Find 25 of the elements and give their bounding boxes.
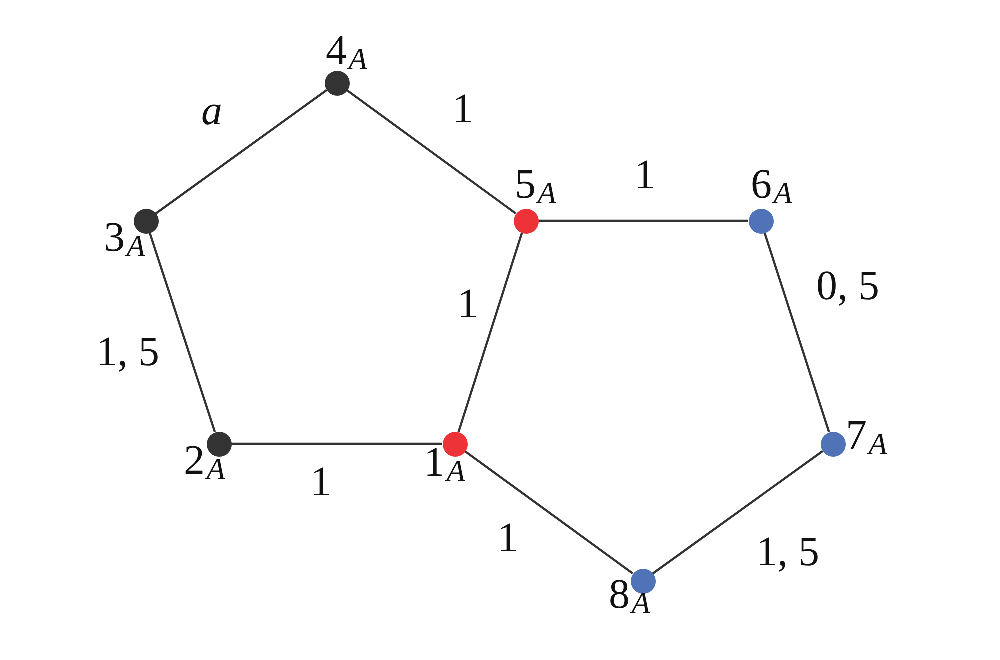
edge-line xyxy=(458,232,524,432)
graph-vertex xyxy=(748,208,774,234)
vertex-label: 8$_{A}$ xyxy=(609,579,650,618)
edge-line xyxy=(346,90,517,214)
edge-line xyxy=(148,232,216,432)
graph-vertex xyxy=(820,432,846,456)
vertex-label: 6$_{A}$ xyxy=(751,169,792,208)
edge-line xyxy=(538,220,748,222)
graph-vertex xyxy=(442,432,468,456)
graph-vertex xyxy=(514,208,538,234)
vertex-label: 2$_{A}$ xyxy=(184,445,226,484)
vertex-label: 7$_{A}$ xyxy=(846,420,888,459)
edge-line xyxy=(764,232,830,432)
graph-vertex xyxy=(630,568,656,594)
vertex-label: 3$_{A}$ xyxy=(104,222,146,261)
graph-vertex xyxy=(134,208,158,234)
graph-vertex xyxy=(206,432,232,456)
vertex-label: 4$_{A}$ xyxy=(326,35,368,74)
edge-line xyxy=(155,89,328,215)
vertex-label: 1$_{A}$ xyxy=(424,447,466,486)
edge-line xyxy=(464,450,634,574)
vertex-label: 5$_{A}$ xyxy=(515,169,556,208)
edge-line xyxy=(652,450,824,575)
graph-vertex xyxy=(324,70,350,96)
edge-line xyxy=(232,442,442,446)
